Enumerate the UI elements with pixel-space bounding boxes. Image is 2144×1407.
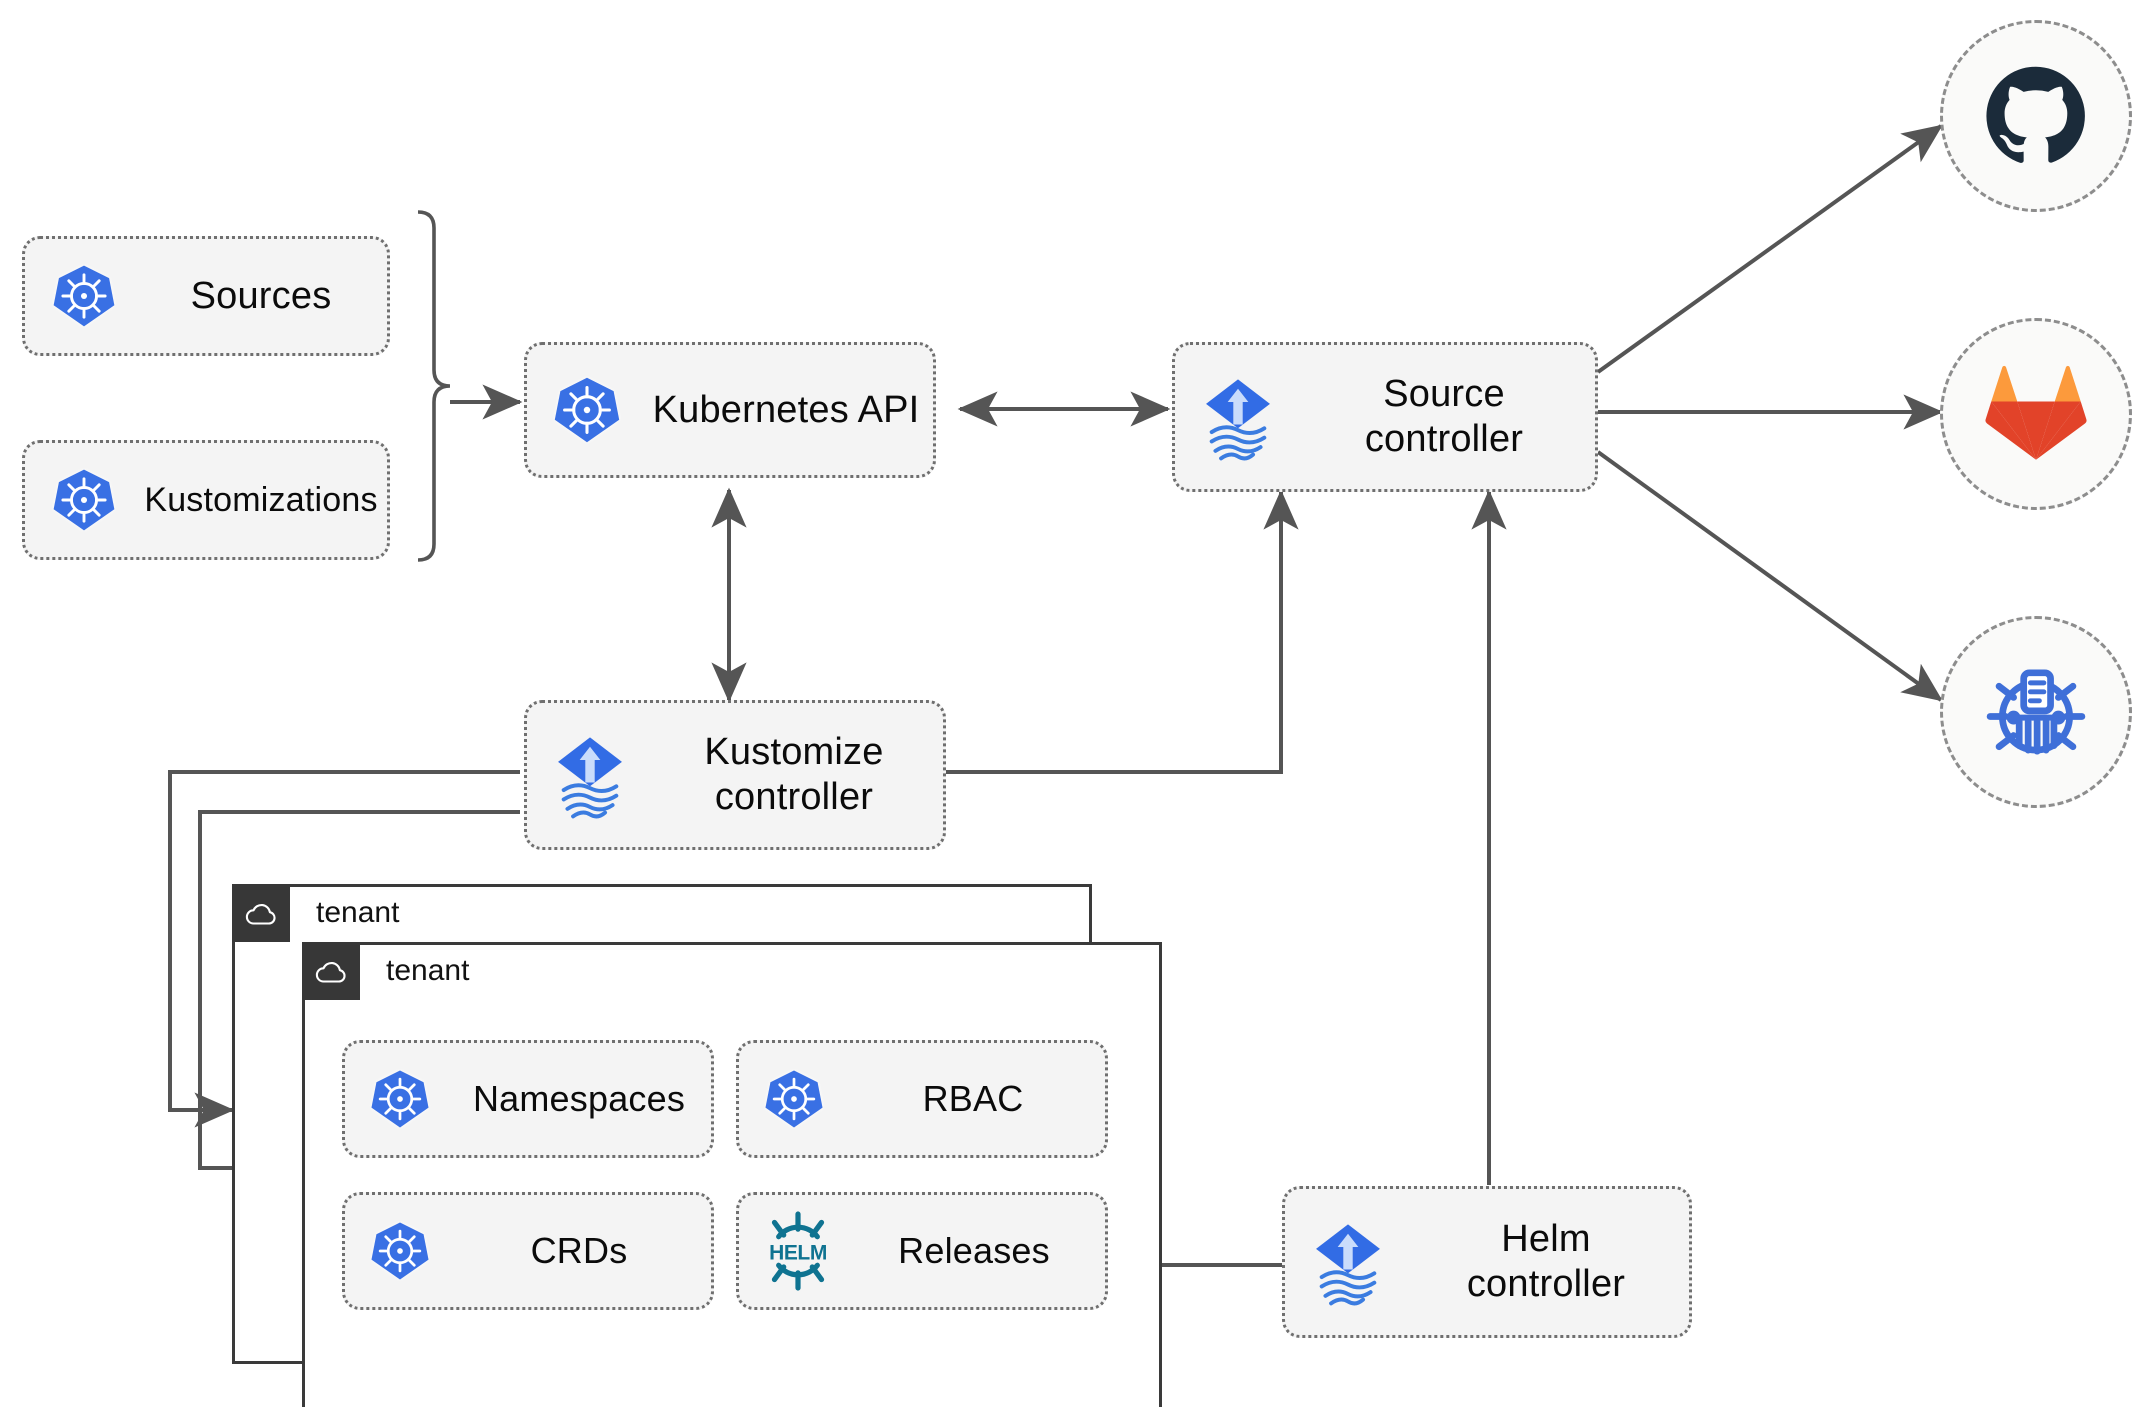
resource-kubernetes-api-label: Kubernetes API [652, 388, 920, 431]
gitlab-icon [1985, 365, 2087, 460]
kubernetes-icon [345, 1220, 455, 1282]
flux-icon [1175, 370, 1301, 464]
tenant-header-inner: tenant [302, 942, 469, 1000]
tenant-resource-releases[interactable]: HELM Releases [736, 1192, 1108, 1310]
edge-kustomize-to-source [945, 489, 1299, 774]
provider-gitlab[interactable] [1940, 318, 2132, 510]
kubernetes-icon [345, 1068, 455, 1130]
edge-source-to-github [1596, 124, 1943, 374]
kubernetes-icon [25, 263, 143, 329]
controller-helm[interactable]: Helm controller [1282, 1186, 1692, 1338]
controller-helm-label: Helm controller [1466, 1218, 1626, 1305]
tenant-resource-rbac[interactable]: RBAC [736, 1040, 1108, 1158]
controller-source[interactable]: Source controller [1172, 342, 1598, 492]
helm-repository-icon [1986, 669, 2086, 755]
resource-kubernetes-api[interactable]: Kubernetes API [524, 342, 936, 478]
tenant-label-outer: tenant [316, 896, 400, 929]
kubernetes-icon [739, 1068, 849, 1130]
kubernetes-icon [527, 375, 647, 445]
provider-helm-repository[interactable] [1940, 616, 2132, 808]
resource-kustomizations-label: Kustomizations [144, 480, 378, 519]
resource-sources-label: Sources [190, 274, 332, 317]
kubernetes-icon [25, 467, 143, 533]
tenant-label-inner: tenant [386, 954, 470, 987]
tenant-resource-label: Namespaces [472, 1077, 686, 1119]
helm-icon: HELM [739, 1209, 857, 1293]
resource-sources[interactable]: Sources [22, 236, 390, 356]
resource-kustomizations[interactable]: Kustomizations [22, 440, 390, 560]
provider-github[interactable] [1940, 20, 2132, 212]
tenant-resource-label: Releases [898, 1229, 1050, 1271]
cloud-icon [232, 884, 290, 942]
tenant-resource-label: RBAC [922, 1077, 1024, 1119]
flux-icon [1285, 1215, 1411, 1309]
cloud-icon [302, 942, 360, 1000]
tenant-resource-crds[interactable]: CRDs [342, 1192, 714, 1310]
controller-kustomize[interactable]: Kustomize controller [524, 700, 946, 850]
tenant-resource-namespaces[interactable]: Namespaces [342, 1040, 714, 1158]
group-brace [417, 210, 451, 562]
svg-text:HELM: HELM [769, 1241, 827, 1264]
flux-icon [527, 728, 653, 822]
tenant-window-inner[interactable]: tenant [302, 942, 1162, 1407]
tenant-header-outer: tenant [232, 884, 399, 942]
tenant-resource-label: CRDs [530, 1229, 628, 1271]
controller-source-label: Source controller [1364, 373, 1524, 460]
edge-source-to-helm-repository [1596, 450, 1943, 702]
github-icon [1986, 66, 2085, 163]
controller-kustomize-label: Kustomize controller [704, 731, 884, 818]
